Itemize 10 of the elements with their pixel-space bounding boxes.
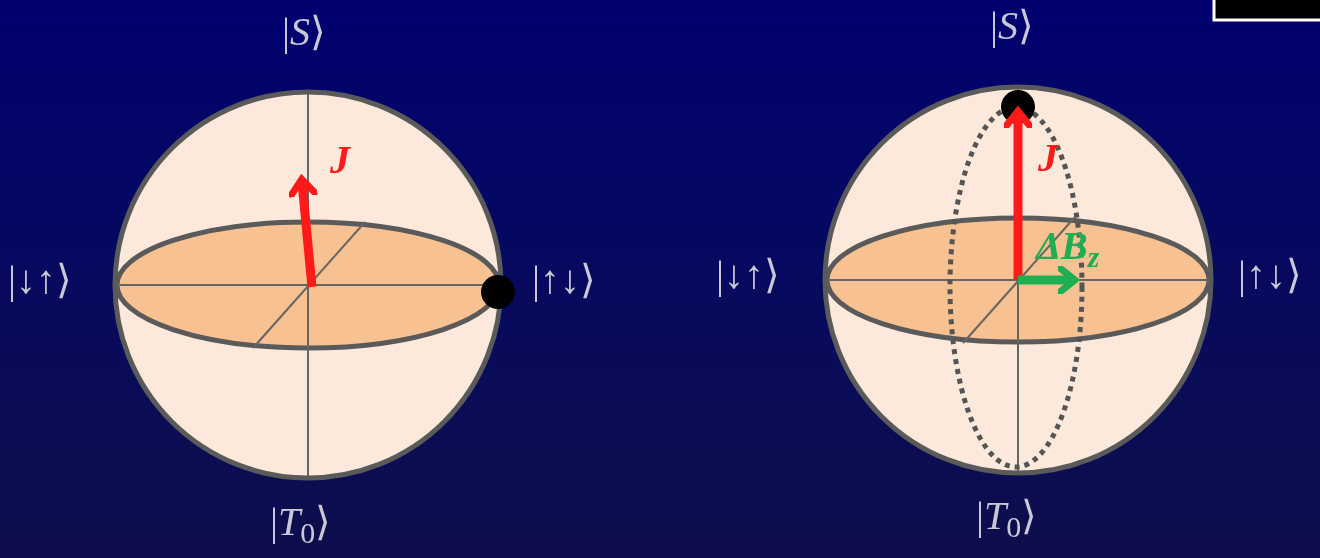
vector-label: J xyxy=(330,140,350,180)
ket-label: |↓↑⟩ xyxy=(716,255,780,295)
vector-label: J xyxy=(1038,138,1058,178)
ket-label: |T$_{0}$⟩ xyxy=(270,502,332,542)
ket-label: |↓↑⟩ xyxy=(8,260,72,300)
ket-label: |S⟩ xyxy=(282,12,326,52)
ket-label: |↑↓⟩ xyxy=(532,260,596,300)
ket-label: |T$_{0}$⟩ xyxy=(976,496,1038,536)
ket-label: |↑↓⟩ xyxy=(1238,255,1302,295)
ket-label: |S⟩ xyxy=(990,6,1034,46)
